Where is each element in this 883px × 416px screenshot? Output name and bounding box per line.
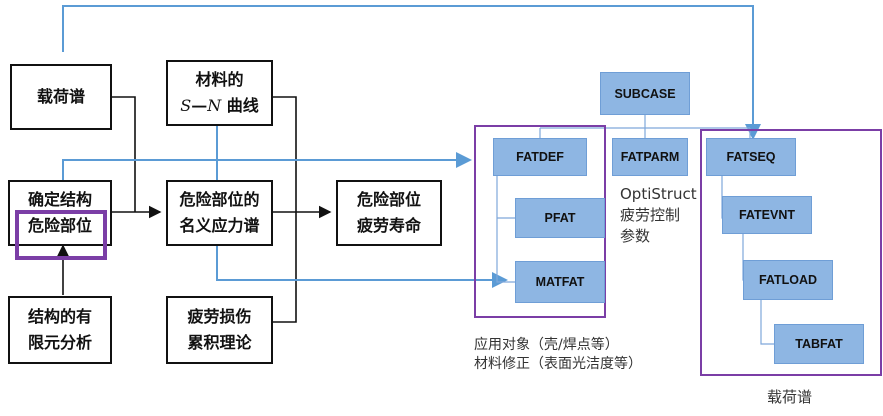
load-spectrum-box: 载荷谱	[10, 64, 112, 130]
fatseq-caption: 载荷谱	[767, 388, 813, 406]
nominal-stress-line2: 名义应力谱	[179, 216, 260, 235]
tabfat-card: TABFAT	[774, 324, 864, 364]
sn-n-symbol: N	[207, 96, 222, 115]
fatdef-caption-line2: 材料修正（表面光洁度等）	[474, 356, 642, 372]
tabfat-label: TABFAT	[795, 337, 843, 351]
fatigue-life-box: 危险部位 疲劳寿命	[336, 180, 442, 246]
material-sn-line1: 材料的	[195, 70, 244, 89]
damage-line2: 累积理论	[187, 333, 252, 352]
fatigue-life-line1: 危险部位	[356, 190, 421, 209]
damage-accumulation-box: 疲劳损伤 累积理论	[166, 296, 273, 364]
fem-analysis-box: 结构的有 限元分析	[8, 296, 112, 364]
fatseq-label: FATSEQ	[726, 150, 776, 164]
fatevnt-card: FATEVNT	[722, 196, 812, 234]
fatdef-caption: 应用对象（壳/焊点等） 材料修正（表面光洁度等）	[474, 336, 642, 374]
fatdef-caption-line1: 应用对象（壳/焊点等）	[474, 337, 619, 353]
fatparm-label: FATPARM	[620, 150, 680, 164]
damage-line1: 疲劳损伤	[187, 307, 252, 326]
fatparm-card: FATPARM	[612, 138, 688, 176]
fatparm-caption: OptiStruct 疲劳控制 参数	[620, 184, 697, 247]
subcase-card: SUBCASE	[600, 72, 690, 115]
sn-s-symbol: S	[180, 96, 192, 115]
pfat-label: PFAT	[544, 211, 576, 225]
material-sn-line2: S—N 曲线	[180, 93, 259, 119]
fatseq-group-frame	[700, 129, 882, 376]
determine-structure-label: 确定结构	[27, 190, 92, 209]
fatload-label: FATLOAD	[758, 273, 818, 287]
danger-zone-highlight	[15, 210, 107, 260]
fem-line2: 限元分析	[27, 333, 92, 352]
fatevnt-label: FATEVNT	[738, 208, 796, 222]
load-spectrum-label: 载荷谱	[36, 87, 85, 106]
sn-curve-word: 曲线	[221, 96, 259, 115]
fatdef-label: FATDEF	[516, 150, 564, 164]
matfat-label: MATFAT	[535, 275, 585, 289]
pfat-card: PFAT	[515, 198, 605, 238]
nominal-stress-line1: 危险部位的	[179, 190, 260, 209]
fatload-card: FATLOAD	[743, 260, 833, 300]
fatigue-life-line2: 疲劳寿命	[356, 216, 421, 235]
fatdef-group-frame	[474, 125, 606, 318]
fatparm-caption-line2: 疲劳控制	[620, 206, 681, 224]
fem-line1: 结构的有	[27, 307, 92, 326]
fatparm-caption-line3: 参数	[620, 227, 651, 245]
matfat-card: MATFAT	[515, 261, 605, 303]
fatparm-caption-line1: OptiStruct	[620, 185, 697, 203]
fatdef-card: FATDEF	[493, 138, 587, 176]
subcase-label: SUBCASE	[614, 86, 676, 101]
material-sn-curve-box: 材料的 S—N 曲线	[166, 60, 273, 126]
nominal-stress-spectrum-box: 危险部位的 名义应力谱	[166, 180, 273, 246]
fatseq-card: FATSEQ	[706, 138, 796, 176]
danger-zone-label: 危险部位	[27, 216, 92, 235]
sn-dash: —	[191, 96, 208, 115]
black-flow-lines	[56, 96, 332, 323]
